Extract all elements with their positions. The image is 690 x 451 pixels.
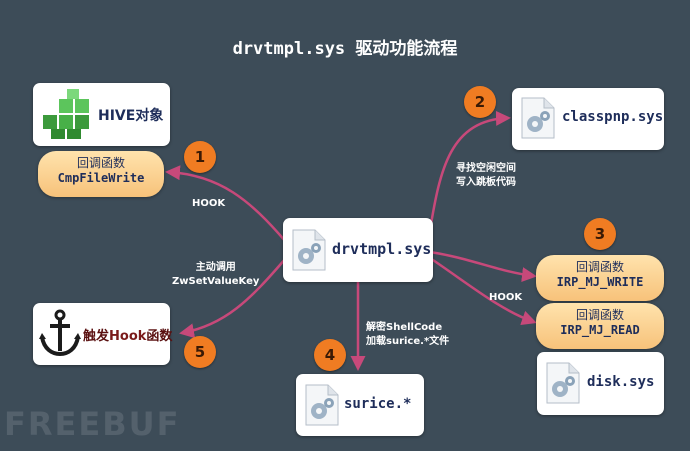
find-space-note-line1: 寻找空闲空间	[456, 163, 516, 174]
callback-cmpfilewrite-line2: CmpFileWrite	[57, 171, 145, 185]
active-call-note-line1: 主动调用	[195, 262, 236, 273]
decrypt-note: 解密ShellCode 加载surice.*文件	[366, 321, 449, 349]
disk-label: disk.sys	[587, 374, 655, 390]
arrow-to-cmpfilewrite	[165, 165, 287, 243]
classpnp-box: classpnp.sys	[512, 88, 664, 150]
active-call-note-line2: ZwSetValueKey	[172, 276, 260, 287]
decrypt-note-line1: 解密ShellCode	[366, 322, 443, 333]
arrow-to-classpnp	[428, 110, 511, 231]
disk-box: disk.sys	[537, 352, 664, 415]
decrypt-note-line2: 加载surice.*文件	[366, 336, 450, 347]
hive-object-box: HIVE对象	[33, 83, 170, 146]
step-3-badge: 3	[584, 218, 616, 250]
diagram-title: drvtmpl.sys 驱动功能流程	[232, 39, 458, 59]
hook-function-label-bold: Hook	[109, 329, 147, 344]
anchor-icon	[39, 309, 81, 357]
callback-irp-mj-write-line1: 回调函数	[575, 260, 624, 274]
callback-irp-mj-write: 回调函数 IRP_MJ_WRITE	[536, 255, 664, 301]
hook-function-label: 触发Hook函数	[83, 325, 172, 344]
step-2-badge: 2	[464, 86, 496, 118]
callback-irp-mj-read: 回调函数 IRP_MJ_READ	[536, 303, 664, 349]
step-5-badge: 5	[184, 336, 216, 368]
system-file-gear-icon	[305, 384, 339, 426]
drvtmpl-label: drvtmpl.sys	[332, 240, 432, 258]
callback-cmpfilewrite-line1: 回调函数	[76, 156, 125, 170]
hook-note-right: HOOK	[489, 292, 523, 303]
arrow-to-hook-func	[179, 257, 287, 339]
surice-box: surice.*	[296, 374, 424, 436]
system-file-gear-icon	[521, 97, 555, 139]
hook-function-label-suffix: 函数	[146, 329, 173, 344]
step-1-badge: 1	[184, 141, 216, 173]
system-file-gear-icon	[292, 229, 326, 271]
callback-irp-mj-read-line2: IRP_MJ_READ	[560, 323, 640, 337]
find-space-note-line2: 写入跳板代码	[456, 177, 516, 188]
hook-note-left: HOOK	[192, 198, 226, 209]
callback-irp-mj-write-line2: IRP_MJ_WRITE	[556, 275, 644, 289]
registry-cubes-icon	[43, 89, 89, 139]
callback-cmpfilewrite: 回调函数 CmpFileWrite	[38, 151, 164, 197]
arrow-to-irp-write	[429, 250, 537, 283]
surice-label: surice.*	[344, 396, 412, 412]
callback-irp-mj-read-line1: 回调函数	[575, 308, 624, 322]
find-space-note: 寻找空闲空间 写入跳板代码	[456, 162, 516, 190]
hive-object-label: HIVE对象	[98, 108, 164, 124]
classpnp-label: classpnp.sys	[562, 109, 664, 125]
hook-function-box: 触发Hook函数	[33, 303, 172, 365]
active-call-note: 主动调用 ZwSetValueKey	[172, 261, 259, 289]
drvtmpl-box: drvtmpl.sys	[283, 218, 433, 282]
arrow-to-irp-read	[429, 256, 537, 326]
freebuf-watermark: FREEBUF	[4, 405, 181, 443]
hook-function-label-prefix: 触发	[83, 329, 110, 344]
system-file-gear-icon	[546, 362, 580, 404]
step-4-badge: 4	[314, 339, 346, 371]
